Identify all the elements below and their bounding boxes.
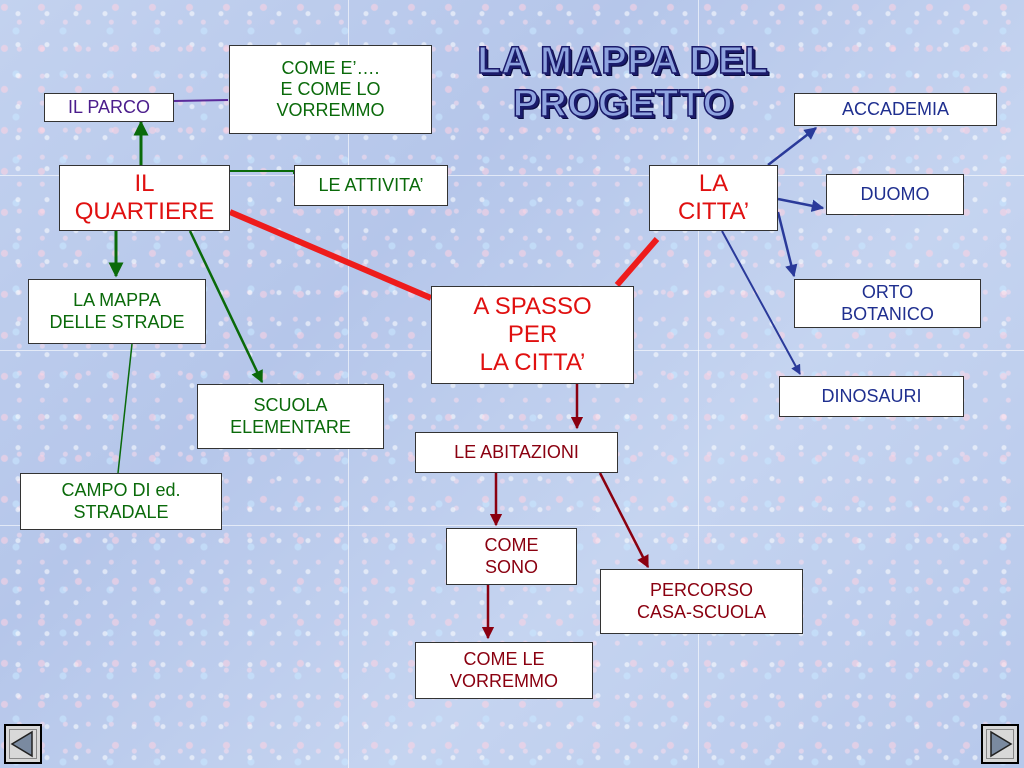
connector-citta-duomo xyxy=(777,197,825,212)
node-come-e[interactable]: COME E’…. E COME LO VORREMMO xyxy=(229,45,432,134)
connector-citta-accademia xyxy=(767,127,817,166)
next-slide-icon xyxy=(990,730,1013,758)
node-accademia[interactable]: ACCADEMIA xyxy=(794,93,997,126)
slide-title: LA MAPPA DEL PROGETTO xyxy=(477,39,769,125)
connector-abitazioni-percorso xyxy=(598,472,650,569)
node-le-attivita[interactable]: LE ATTIVITA’ xyxy=(294,165,448,206)
grid-line xyxy=(0,175,1024,176)
grid-line xyxy=(698,0,699,768)
node-le-abitazioni[interactable]: LE ABITAZIONI xyxy=(415,432,618,473)
connector-parco-come-e xyxy=(173,99,229,102)
node-il-parco[interactable]: IL PARCO xyxy=(44,93,174,122)
node-la-citta[interactable]: LA CITTA’ xyxy=(649,165,778,231)
node-la-mappa[interactable]: LA MAPPA DELLE STRADE xyxy=(28,279,206,344)
next-slide-button[interactable] xyxy=(981,724,1019,764)
connector-citta-dinosauri xyxy=(721,230,801,375)
connector-citta-orto xyxy=(776,211,798,278)
node-scuola[interactable]: SCUOLA ELEMENTARE xyxy=(197,384,384,449)
connector-mappa-campo xyxy=(117,343,133,474)
previous-slide-button[interactable] xyxy=(4,724,42,764)
node-duomo[interactable]: DUOMO xyxy=(826,174,964,215)
node-dinosauri[interactable]: DINOSAURI xyxy=(779,376,964,417)
connector-quartiere-attivita xyxy=(230,170,295,174)
node-come-le-vorremmo[interactable]: COME LE VORREMMO xyxy=(415,642,593,699)
node-orto-botanico[interactable]: ORTO BOTANICO xyxy=(794,279,981,328)
node-come-sono[interactable]: COME SONO xyxy=(446,528,577,585)
connector-quartiere-scuola xyxy=(188,230,264,384)
node-percorso[interactable]: PERCORSO CASA-SCUOLA xyxy=(600,569,803,634)
connector-spasso-citta xyxy=(614,237,660,287)
node-il-quartiere[interactable]: IL QUARTIERE xyxy=(59,165,230,231)
node-campo[interactable]: CAMPO DI ed. STRADALE xyxy=(20,473,222,530)
grid-line xyxy=(0,525,1024,526)
node-a-spasso[interactable]: A SPASSO PER LA CITTA’ xyxy=(431,286,634,384)
connector-quartiere-spasso xyxy=(228,209,433,301)
previous-slide-icon xyxy=(10,730,33,758)
